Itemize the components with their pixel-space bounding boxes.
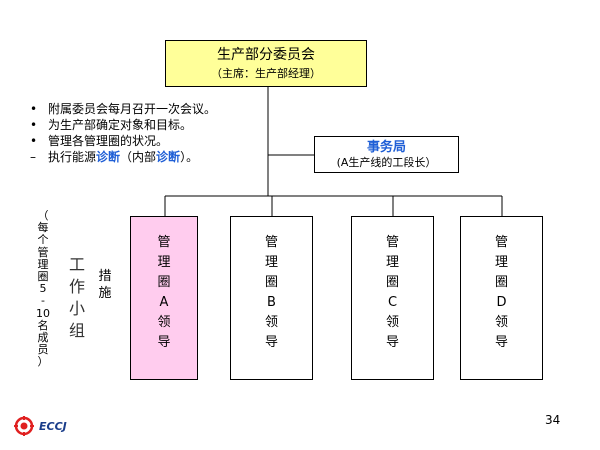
duty-item: – 执行能源诊断（内部诊断）。 (30, 149, 300, 165)
diagnosis-highlight: 诊断 (96, 150, 121, 164)
work-team-char: 小 (68, 299, 85, 318)
bullet-marker: • (30, 102, 38, 116)
committee-subtitle: （主席：生产部经理） (211, 67, 321, 80)
circle-c-char: 圈 (385, 275, 399, 290)
work-team-char: 工 (68, 255, 85, 274)
committee-title: 生产部分委员会 (217, 47, 315, 63)
duty-item: • 附属委员会每月召开一次会议。 (30, 101, 300, 117)
circle-c-char: C (387, 295, 398, 310)
page-number: 34 (545, 413, 561, 427)
members-note-char: 员 (37, 343, 49, 357)
members-note: （ 每 个 管 理 圈 5 - 10 名 成 员 ） (34, 209, 52, 369)
work-team-label: 工 作 小 组 (68, 254, 86, 342)
circle-b-char: B (267, 295, 276, 310)
bullet-marker: • (30, 134, 38, 148)
members-note-char: 每 (37, 221, 49, 235)
dash-marker: – (30, 150, 36, 164)
circle-b-char: 导 (264, 335, 278, 350)
diagnosis-highlight: 诊断 (156, 150, 181, 164)
circle-a-char: 管 (157, 235, 171, 250)
duty-text: 为生产部确定对象和目标。 (48, 118, 193, 132)
committee-box: 生产部分委员会 （主席：生产部经理） (165, 40, 367, 87)
duty-item: • 为生产部确定对象和目标。 (30, 117, 300, 133)
circle-b-char: 管 (264, 235, 278, 250)
circle-b-char: 领 (264, 315, 278, 330)
circle-c-char: 理 (385, 255, 399, 270)
members-note-char: 管 (37, 245, 49, 259)
eccj-logo-text: ECCJ (39, 419, 67, 433)
circle-d-char: 理 (494, 255, 508, 270)
circle-d-char: 导 (494, 335, 508, 350)
circle-d-char: D (496, 295, 507, 310)
circle-d-char: 管 (494, 235, 508, 250)
members-note-char: （ (37, 209, 49, 222)
duties-list: • 附属委员会每月召开一次会议。 • 为生产部确定对象和目标。 • 管理各管理圈… (30, 101, 300, 165)
circle-b-char: 圈 (264, 275, 278, 290)
eccj-logo: ECCJ (14, 416, 67, 436)
measures-char: 施 (98, 286, 112, 301)
circle-b-char: 理 (264, 255, 278, 270)
duty-text: 管理各管理圈的状况。 (48, 134, 169, 148)
secretariat-subtitle: (A生产线的工段长） (336, 155, 437, 169)
duty-text: 附属委员会每月召开一次会议。 (48, 102, 217, 116)
members-note-char: 理 (37, 257, 49, 271)
work-team-char: 作 (68, 277, 85, 296)
circle-c-char: 领 (385, 315, 399, 330)
measures-label: 措 施 (96, 268, 114, 302)
eccj-emblem-icon (14, 416, 34, 436)
duty-text-part: （内部 (120, 150, 157, 164)
measures-char: 措 (98, 269, 112, 284)
members-note-char: 成 (37, 331, 49, 345)
circle-a-char: 领 (157, 315, 171, 330)
circle-d-char: 领 (494, 315, 508, 330)
members-note-char: ） (37, 355, 49, 369)
circle-c-char: 管 (385, 235, 399, 250)
members-note-char: 个 (37, 233, 49, 247)
circle-a-leader-box: 管 理 圈 A 领 导 (130, 216, 198, 380)
duty-text-part: 执行能源 (48, 150, 97, 164)
work-team-char: 组 (68, 321, 85, 340)
members-note-char: 5 (39, 282, 47, 296)
circle-a-char: 导 (157, 335, 171, 350)
duty-text: 执行能源诊断（内部诊断）。 (48, 149, 198, 165)
circle-a-char: 理 (157, 255, 171, 270)
circle-d-char: 圈 (494, 275, 508, 290)
circle-b-leader-box: 管 理 圈 B 领 导 (230, 216, 313, 380)
circle-c-char: 导 (385, 335, 399, 350)
bullet-marker: • (30, 118, 38, 132)
circle-a-char: 圈 (157, 275, 171, 290)
duty-item: • 管理各管理圈的状况。 (30, 133, 300, 149)
secretariat-box: 事务局 (A生产线的工段长） (314, 136, 459, 173)
circle-a-char: A (159, 295, 169, 310)
members-note-char: 圈 (37, 270, 49, 284)
members-note-char: 10 (36, 306, 50, 320)
members-note-char: 名 (37, 318, 49, 332)
duty-text-part: ）。 (180, 150, 199, 164)
circle-c-leader-box: 管 理 圈 C 领 导 (351, 216, 434, 380)
secretariat-title: 事务局 (366, 139, 406, 155)
members-note-char: - (41, 294, 45, 308)
circle-d-leader-box: 管 理 圈 D 领 导 (460, 216, 543, 380)
